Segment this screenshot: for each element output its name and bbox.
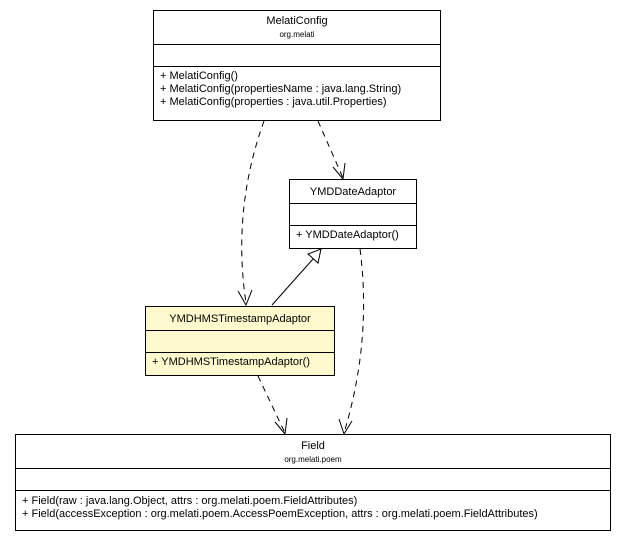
dependency-arrowhead [274, 417, 288, 436]
dependency-arrowhead [332, 162, 346, 181]
generalization-ymdhms-to-ymddate [271, 258, 314, 306]
dependency-melaticonfig-to-ymdhms [241, 120, 265, 304]
operation: + Field(accessException : org.melati.poe… [22, 508, 538, 520]
attributes-divider [146, 330, 334, 331]
class-box-melaticonfig: MelatiConfig org.melati + MelatiConfig()… [153, 10, 441, 121]
class-package: org.melati [279, 30, 315, 39]
operation: + MelatiConfig(properties : java.util.Pr… [160, 96, 387, 108]
dependency-ymddate-to-field [343, 248, 365, 434]
operation: + YMDDateAdaptor() [296, 229, 399, 241]
class-name: Field [301, 440, 325, 452]
operations-divider [146, 352, 334, 353]
class-box-field: Field org.melati.poem + Field(raw : java… [15, 434, 611, 531]
class-package: org.melati.poem [284, 455, 342, 464]
class-name: MelatiConfig [266, 15, 328, 27]
operations-divider [16, 490, 610, 491]
generalization-triangle [307, 248, 322, 264]
class-box-ymddateadaptor: YMDDateAdaptor + YMDDateAdaptor() [289, 179, 417, 249]
attributes-divider [154, 44, 440, 45]
dependency-melaticonfig-to-ymddate [317, 120, 344, 179]
class-name: YMDHMSTimestampAdaptor [169, 313, 311, 325]
operations-list: + MelatiConfig() + MelatiConfig(properti… [160, 70, 438, 109]
operation: + MelatiConfig(propertiesName : java.lan… [160, 83, 402, 95]
operation: + YMDHMSTimestampAdaptor() [152, 356, 311, 368]
operations-divider [154, 66, 440, 67]
operations-list: + YMDHMSTimestampAdaptor() [152, 356, 332, 369]
attributes-divider [16, 468, 610, 469]
operations-list: + Field(raw : java.lang.Object, attrs : … [22, 495, 608, 521]
operation: + Field(raw : java.lang.Object, attrs : … [22, 495, 358, 507]
dependency-arrowhead [237, 289, 253, 307]
operation: + MelatiConfig() [160, 70, 238, 82]
operations-divider [290, 225, 416, 226]
class-box-ymdhmstimestampadaptor: YMDHMSTimestampAdaptor + YMDHMSTimestamp… [145, 306, 335, 376]
class-name: YMDDateAdaptor [309, 186, 397, 198]
dependency-ymdhms-to-field [257, 375, 286, 434]
attributes-divider [290, 203, 416, 204]
operations-list: + YMDDateAdaptor() [296, 229, 414, 242]
